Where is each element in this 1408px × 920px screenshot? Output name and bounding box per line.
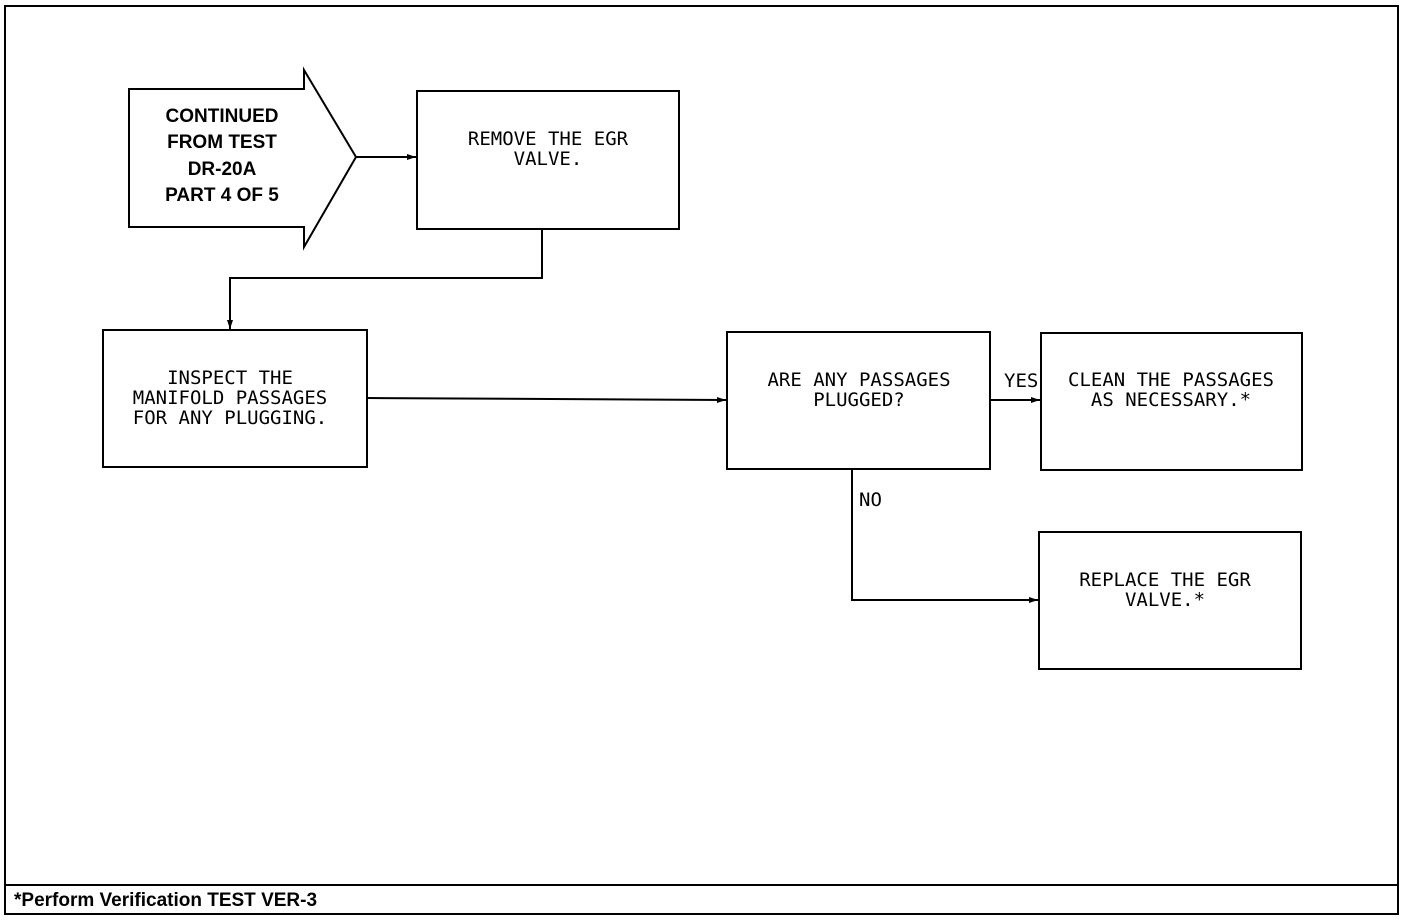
- start-line-2: FROM TEST: [167, 132, 277, 153]
- inspect-box: [102, 329, 368, 468]
- page-frame: [4, 5, 1399, 915]
- question-line-2: PLUGGED?: [813, 389, 905, 411]
- footer-note: *Perform Verification TEST VER-3: [14, 890, 318, 911]
- inspect-line-2: MANIFOLD PASSAGES: [133, 387, 327, 409]
- no-label: NO: [859, 489, 882, 511]
- yes-label: YES: [1004, 370, 1038, 392]
- start-line-3: DR-20A: [188, 159, 257, 180]
- flowchart: CONTINUED FROM TEST DR-20A PART 4 OF 5 R…: [102, 66, 1303, 670]
- replace-box: [1038, 531, 1302, 670]
- remove-egr-line-1: REMOVE THE EGR: [468, 128, 629, 150]
- replace-line-1: REPLACE THE EGR: [1079, 569, 1251, 591]
- remove-egr-box: [416, 90, 680, 230]
- connector-remove-to-inspect: [227, 229, 543, 329]
- remove-egr-line-2: VALVE.: [514, 148, 583, 170]
- footer-divider: [4, 884, 1399, 886]
- inspect-line-3: FOR ANY PLUGGING.: [133, 407, 327, 429]
- start-line-1: CONTINUED: [166, 106, 279, 127]
- connector-no: [851, 469, 1038, 603]
- start-arrow-label: CONTINUED FROM TEST DR-20A PART 4 OF 5: [165, 106, 279, 206]
- replace-line-2: VALVE.*: [1125, 589, 1205, 611]
- question-line-1: ARE ANY PASSAGES: [767, 369, 950, 391]
- clean-line-2: AS NECESSARY.*: [1091, 389, 1251, 411]
- clean-line-1: CLEAN THE PASSAGES: [1068, 369, 1274, 391]
- start-arrow-shape: [128, 66, 358, 251]
- inspect-line-1: INSPECT THE: [167, 367, 293, 389]
- start-line-4: PART 4 OF 5: [165, 185, 279, 206]
- clean-box: [1040, 332, 1303, 471]
- connector-inspect-to-question: [366, 396, 727, 403]
